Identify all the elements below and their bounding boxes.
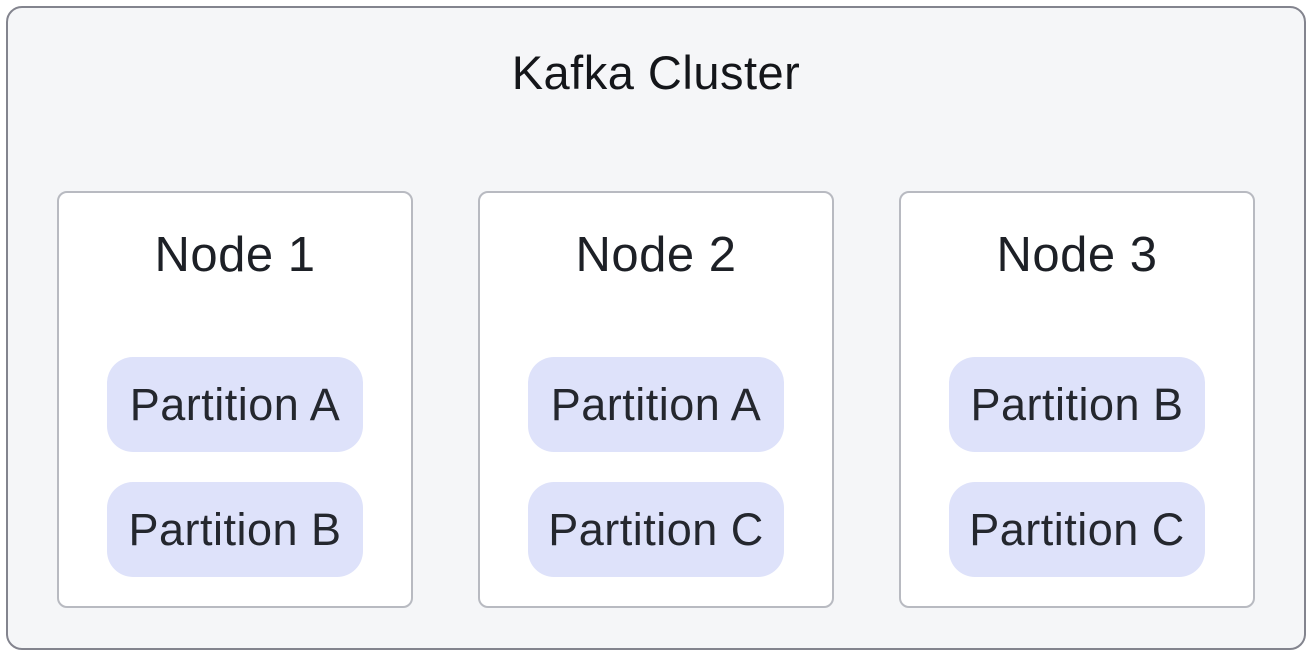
partition-pill: Partition C	[528, 481, 784, 577]
nodes-row: Node 1 Partition A Partition B Node 2 Pa…	[57, 190, 1255, 608]
partition-pill: Partition C	[949, 481, 1205, 577]
partition-list: Partition A Partition B	[107, 356, 363, 577]
node-title: Node 2	[575, 227, 737, 282]
partition-pill: Partition A	[107, 356, 363, 452]
partition-list: Partition A Partition C	[528, 356, 784, 577]
partition-list: Partition B Partition C	[949, 356, 1205, 577]
partition-pill: Partition A	[528, 356, 784, 452]
partition-pill: Partition B	[949, 356, 1205, 452]
node-card-3: Node 3 Partition B Partition C	[899, 190, 1255, 608]
partition-pill: Partition B	[107, 481, 363, 577]
kafka-cluster-container: Kafka Cluster Node 1 Partition A Partiti…	[6, 6, 1306, 650]
node-card-1: Node 1 Partition A Partition B	[57, 190, 413, 608]
node-title: Node 1	[154, 227, 316, 282]
node-title: Node 3	[996, 227, 1158, 282]
cluster-title: Kafka Cluster	[511, 46, 801, 99]
node-card-2: Node 2 Partition A Partition C	[478, 190, 834, 608]
